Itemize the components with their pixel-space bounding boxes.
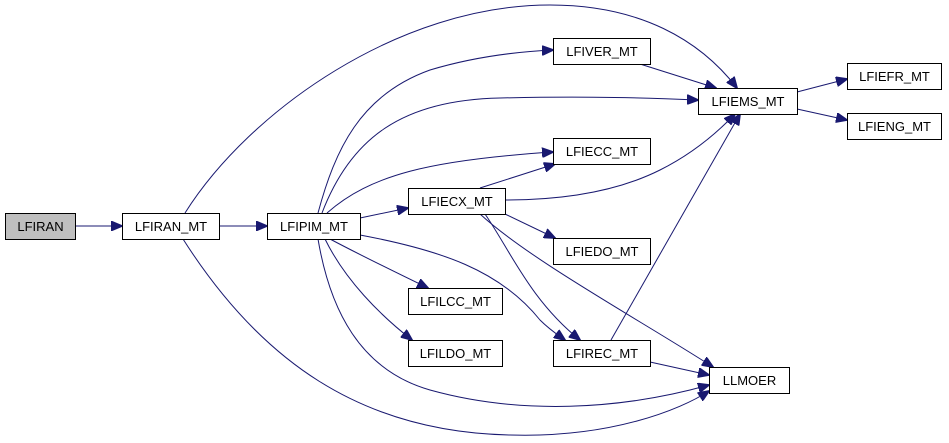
edge-lfiecx-mt-to-llmoer bbox=[479, 213, 713, 367]
node-lfiefr-mt[interactable]: LFIEFR_MT bbox=[847, 63, 942, 90]
node-label: LFIEFR_MT bbox=[859, 69, 930, 84]
edge-lfiecx-mt-to-lfiecc-mt bbox=[479, 164, 555, 189]
node-box bbox=[408, 188, 506, 215]
node-lfirec-mt[interactable]: LFIREC_MT bbox=[553, 340, 651, 367]
edge-lfirec-mt-to-llmoer bbox=[649, 361, 709, 375]
node-box bbox=[553, 38, 651, 65]
edge-lfipim-mt-to-lfiems-mt bbox=[321, 97, 698, 214]
node-box bbox=[122, 213, 220, 240]
node-label: LFIECX_MT bbox=[421, 194, 493, 209]
node-box bbox=[553, 238, 651, 265]
edge-lfiecx-mt-to-lfiedo-mt bbox=[504, 213, 555, 238]
node-label: LFIVER_MT bbox=[566, 44, 638, 59]
edge-lfiran-mt-to-lfiems-mt bbox=[184, 4, 737, 214]
node-box bbox=[847, 63, 942, 90]
node-lfiecc-mt[interactable]: LFIECC_MT bbox=[553, 138, 651, 165]
node-lfiran-mt[interactable]: LFIRAN_MT bbox=[122, 213, 220, 240]
node-box bbox=[553, 340, 651, 367]
edge-lfiecx-mt-to-lfirec-mt bbox=[484, 213, 580, 340]
node-box bbox=[5, 213, 76, 240]
node-lfipim-mt[interactable]: LFIPIM_MT bbox=[267, 213, 361, 240]
node-label: LFILDO_MT bbox=[420, 346, 492, 361]
node-lfiems-mt[interactable]: LFIEMS_MT bbox=[698, 88, 798, 115]
edge-lfiran-mt-to-llmoer bbox=[182, 238, 709, 436]
node-label: LFIRAN_MT bbox=[135, 219, 207, 234]
node-label: LFIEDO_MT bbox=[566, 244, 639, 259]
node-lfiecx-mt[interactable]: LFIECX_MT bbox=[408, 188, 506, 215]
node-lfiedo-mt[interactable]: LFIEDO_MT bbox=[553, 238, 651, 265]
node-box bbox=[267, 213, 361, 240]
edge-lfirec-mt-to-lfiems-mt bbox=[610, 114, 740, 341]
node-lfiran[interactable]: LFIRAN bbox=[5, 213, 76, 240]
edge-lfipim-mt-to-lfiver-mt bbox=[317, 50, 553, 214]
edge-lfiems-mt-to-lfieng-mt bbox=[796, 108, 847, 120]
node-box bbox=[847, 113, 942, 140]
node-label: LFIREC_MT bbox=[566, 346, 638, 361]
edge-lfipim-mt-to-llmoer bbox=[317, 238, 709, 407]
node-label: LFIRAN bbox=[17, 219, 63, 234]
edge-lfipim-mt-to-lfirec-mt bbox=[359, 234, 565, 340]
edge-lfiver-mt-to-lfiems-mt bbox=[639, 63, 716, 88]
edge-lfipim-mt-to-lfiecc-mt bbox=[326, 152, 553, 214]
node-llmoer[interactable]: LLMOER bbox=[709, 367, 790, 394]
edge-lfipim-mt-to-lfildo-mt bbox=[324, 238, 412, 340]
node-box bbox=[408, 288, 503, 315]
nodes-layer: LFIRAN LFIRAN_MT LFIPIM_MT LFIVER_MT LFIEMS_… bbox=[5, 38, 942, 394]
node-label: LFIENG_MT bbox=[858, 119, 931, 134]
node-lfieng-mt[interactable]: LFIENG_MT bbox=[847, 113, 942, 140]
edges-layer bbox=[75, 4, 847, 436]
node-box bbox=[553, 138, 651, 165]
edge-lfiecx-mt-to-lfiems-mt bbox=[504, 114, 735, 201]
node-box bbox=[698, 88, 798, 115]
edge-lfipim-mt-to-lfiecx-mt bbox=[359, 208, 408, 219]
edge-lfiems-mt-to-lfiefr-mt bbox=[796, 79, 847, 93]
node-lfiver-mt[interactable]: LFIVER_MT bbox=[553, 38, 651, 65]
node-box bbox=[709, 367, 790, 394]
node-label: LFILCC_MT bbox=[420, 294, 491, 309]
node-box bbox=[408, 340, 503, 367]
node-label: LFIPIM_MT bbox=[280, 219, 348, 234]
node-label: LFIECC_MT bbox=[566, 144, 638, 159]
node-lfildo-mt[interactable]: LFILDO_MT bbox=[408, 340, 503, 367]
node-label: LLMOER bbox=[723, 373, 776, 388]
edge-lfipim-mt-to-lfilcc-mt bbox=[329, 238, 428, 288]
node-label: LFIEMS_MT bbox=[712, 94, 785, 109]
node-lfilcc-mt[interactable]: LFILCC_MT bbox=[408, 288, 503, 315]
